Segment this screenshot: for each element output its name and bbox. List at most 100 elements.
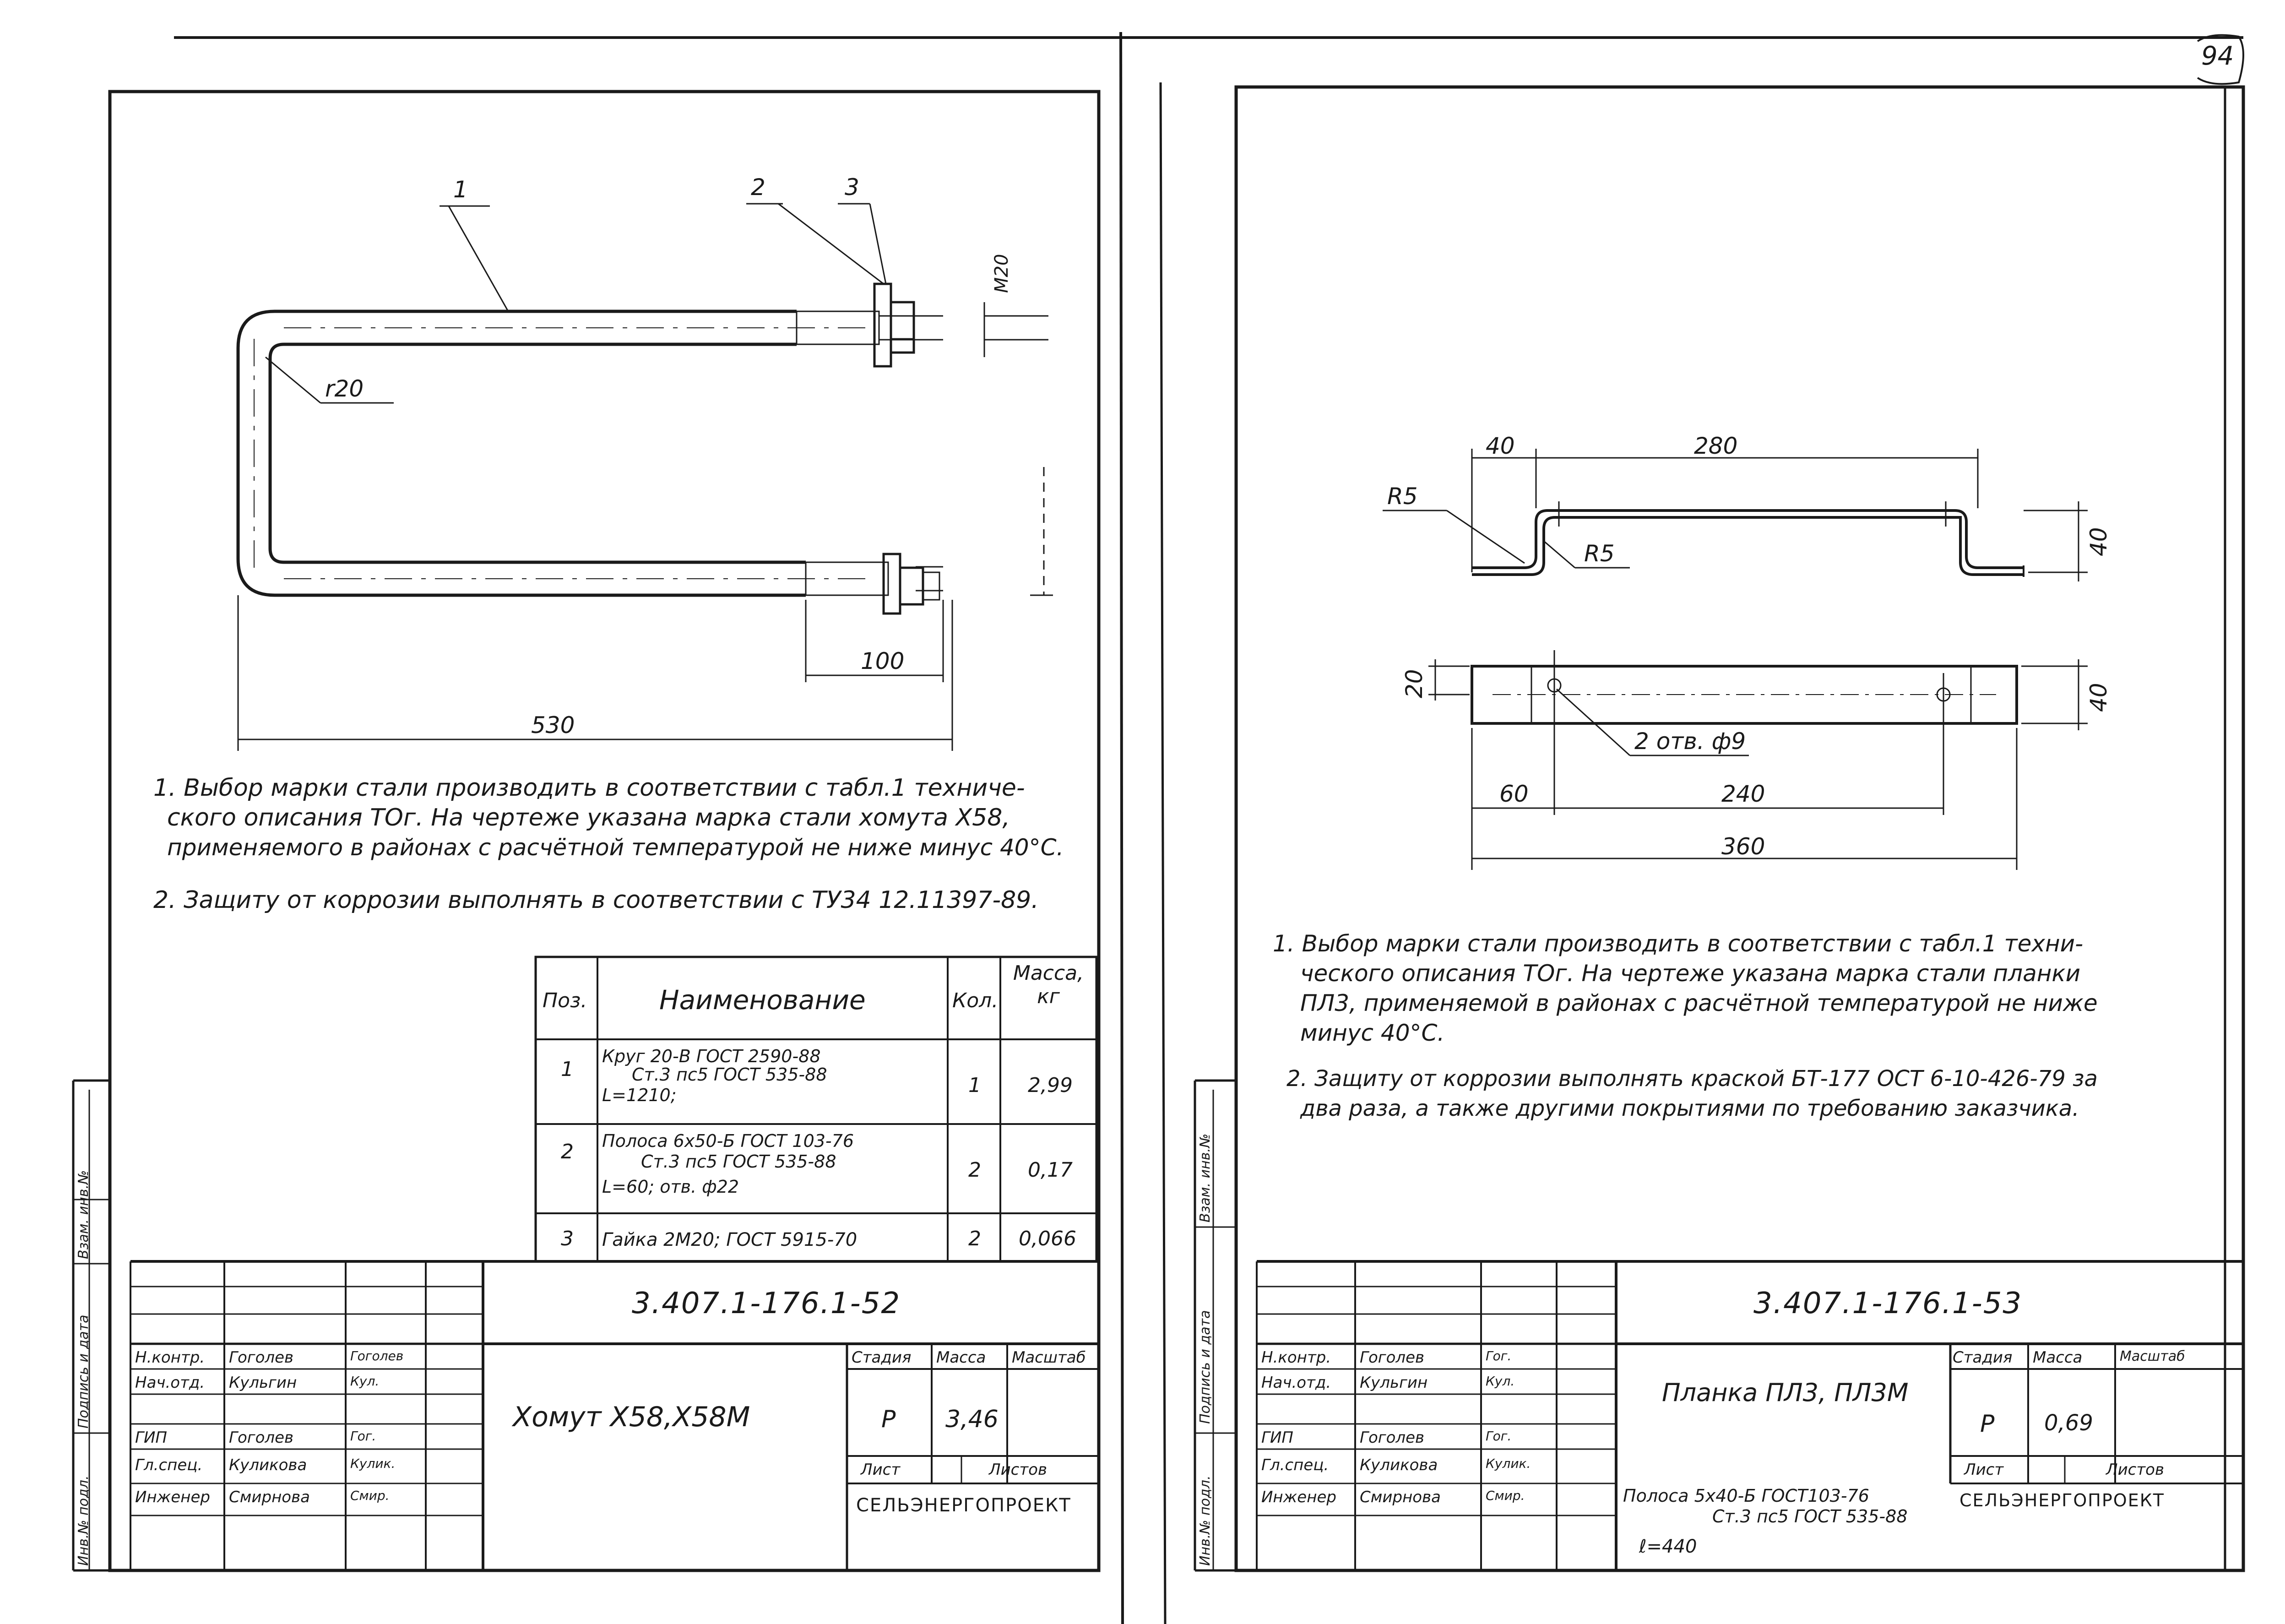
left-name-2: Кульгин — [229, 1374, 297, 1392]
left-note-2: 2. Защиту от коррозии выполнять в соотве… — [153, 886, 1039, 914]
dim-530: 530 — [531, 712, 575, 739]
right-name-4: Куликова — [1360, 1456, 1438, 1474]
right-name-2: Кульгин — [1360, 1374, 1428, 1392]
dim-100: 100 — [861, 648, 905, 674]
left-stamp-sheet-label: Лист — [861, 1461, 901, 1479]
right-name-1: Гоголев — [1360, 1348, 1425, 1367]
dim-240: 240 — [1721, 781, 1765, 807]
spec-row-3-mass: 0,066 — [1019, 1227, 1076, 1250]
right-stamp-mass: 0,69 — [2044, 1410, 2093, 1436]
spec-row-1-pos: 1 — [561, 1058, 574, 1081]
left-sign-3: Гог. — [350, 1428, 376, 1444]
dim-40-plan: 40 — [2085, 683, 2112, 712]
left-role-5: Инженер — [135, 1488, 210, 1506]
left-stamp-stage: Р — [881, 1406, 896, 1433]
spec-row-2-name-b: Ст.3 пс5 ГОСТ 535-88 — [641, 1151, 836, 1172]
right-stamp-material-c: ℓ=440 — [1639, 1536, 1697, 1557]
left-side-label-sign: Подпись и дата — [76, 1314, 92, 1429]
left-stamp-sheets-label: Листов — [989, 1461, 1048, 1479]
callout-2: 2 — [751, 174, 765, 201]
right-side-label-vzam: Взам. инв.№ — [1197, 1133, 1213, 1222]
spec-row-1-name-b: Ст.3 пс5 ГОСТ 535-88 — [632, 1065, 827, 1085]
right-role-5: Инженер — [1261, 1488, 1336, 1506]
left-stamp-title: Хомут Х58,Х58М — [513, 1401, 750, 1433]
spec-row-2-mass: 0,17 — [1028, 1158, 1073, 1182]
spec-row-1-qty: 1 — [968, 1074, 981, 1097]
right-stamp-material-a: Полоса 5х40-Б ГОСТ103-76 — [1623, 1486, 1869, 1506]
callout-1: 1 — [453, 176, 468, 203]
spec-header-mass: Масса, кг — [1013, 961, 1084, 1008]
callout-3: 3 — [845, 174, 859, 201]
right-stamp-scale-label: Масштаб — [2120, 1348, 2185, 1364]
left-role-1: Н.контр. — [135, 1348, 205, 1367]
right-role-2: Нач.отд. — [1261, 1374, 1331, 1392]
left-stamp-mass-label: Масса — [936, 1348, 986, 1367]
left-name-3: Гоголев — [229, 1428, 294, 1447]
left-name-5: Смирнова — [229, 1488, 310, 1506]
left-role-4: Гл.спец. — [135, 1456, 203, 1474]
left-side-label-vzam: Взам. инв.№ — [76, 1170, 92, 1259]
right-stamp-org: СЕЛЬЭНЕРГОПРОЕКТ — [1959, 1490, 2165, 1510]
left-name-1: Гоголев — [229, 1348, 294, 1367]
spec-row-1-mass: 2,99 — [1028, 1074, 1073, 1097]
right-stamp-material-b: Ст.3 пс5 ГОСТ 535-88 — [1712, 1506, 1908, 1526]
right-stamp-code: 3.407.1-176.1-53 — [1753, 1287, 2023, 1320]
right-sign-4: Кулик. — [1486, 1456, 1531, 1471]
spec-row-2-qty: 2 — [968, 1158, 981, 1182]
right-name-5: Смирнова — [1360, 1488, 1441, 1506]
right-stamp-stage-label: Стадия — [1953, 1348, 2013, 1367]
dim-r20: r20 — [325, 375, 364, 402]
left-side-label-inv: Инв.№ подл. — [76, 1475, 92, 1566]
spec-row-1-name-a: Круг 20-В ГОСТ 2590-88 — [602, 1046, 821, 1066]
dim-20: 20 — [1401, 669, 1427, 698]
left-sign-2: Кул. — [350, 1374, 380, 1389]
right-sign-1: Гог. — [1486, 1348, 1512, 1363]
right-note-1a: 1. Выбор марки стали производить в соотв… — [1273, 930, 2084, 957]
right-stamp-mass-label: Масса — [2033, 1348, 2083, 1367]
right-stamp-stage: Р — [1980, 1410, 1995, 1438]
left-stamp-stage-label: Стадия — [852, 1348, 912, 1367]
dim-holes: 2 отв. ф9 — [1634, 728, 1746, 755]
spec-row-3-pos: 3 — [561, 1227, 574, 1250]
left-role-3: ГИП — [135, 1428, 167, 1447]
spec-row-2-name-a: Полоса 6х50-Б ГОСТ 103-76 — [602, 1131, 854, 1151]
left-name-4: Куликова — [229, 1456, 307, 1474]
spec-header-qty: Кол. — [952, 989, 999, 1012]
spec-row-2-name-c: L=60; отв. ф22 — [602, 1177, 739, 1197]
spec-row-2-pos: 2 — [561, 1140, 574, 1163]
dim-r5-right: R5 — [1584, 540, 1615, 567]
left-note-1b: ского описания ТОг. На чертеже указана м… — [167, 804, 1010, 831]
dim-60: 60 — [1499, 781, 1529, 807]
right-role-1: Н.контр. — [1261, 1348, 1331, 1367]
left-stamp-org: СЕЛЬЭНЕРГОПРОЕКТ — [856, 1495, 1071, 1516]
dim-r5-left: R5 — [1387, 483, 1418, 510]
dim-280: 280 — [1694, 433, 1738, 459]
sheet-number: 94 — [2201, 41, 2234, 71]
spec-row-1-name-c: L=1210; — [602, 1085, 677, 1105]
spec-header-name: Наименование — [659, 984, 866, 1016]
right-stamp-sheets-label: Листов — [2106, 1461, 2165, 1479]
left-note-1c: применяемого в районах с расчётной темпе… — [167, 834, 1064, 861]
spec-header-pos: Поз. — [543, 989, 587, 1012]
spec-row-3-qty: 2 — [968, 1227, 981, 1250]
right-stamp-title: Планка ПЛ3, ПЛ3М — [1662, 1378, 1909, 1407]
right-note-2a: 2. Защиту от коррозии выполнять краской … — [1286, 1066, 2098, 1092]
right-note-1b: ческого описания ТОг. На чертеже указана… — [1300, 960, 2081, 987]
left-stamp-code: 3.407.1-176.1-52 — [632, 1287, 901, 1320]
right-note-1c: ПЛ3, применяемой в районах с расчётной т… — [1300, 990, 2098, 1016]
dim-40-top: 40 — [1486, 433, 1515, 459]
right-role-4: Гл.спец. — [1261, 1456, 1329, 1474]
left-note-1a: 1. Выбор марки стали производить в соотв… — [153, 774, 1025, 802]
dim-m20: M20 — [991, 254, 1012, 293]
right-sign-5: Смир. — [1486, 1488, 1525, 1503]
left-sign-4: Кулик. — [350, 1456, 396, 1471]
right-side-label-sign: Подпись и дата — [1197, 1310, 1213, 1424]
right-sign-3: Гог. — [1486, 1428, 1512, 1444]
right-note-2b: два раза, а также другими покрытиями по … — [1300, 1096, 2079, 1121]
right-name-3: Гоголев — [1360, 1428, 1425, 1447]
left-role-2: Нач.отд. — [135, 1374, 205, 1392]
right-side-label-inv: Инв.№ подл. — [1197, 1475, 1213, 1566]
left-sign-1: Гоголев — [350, 1348, 404, 1363]
right-role-3: ГИП — [1261, 1428, 1293, 1447]
